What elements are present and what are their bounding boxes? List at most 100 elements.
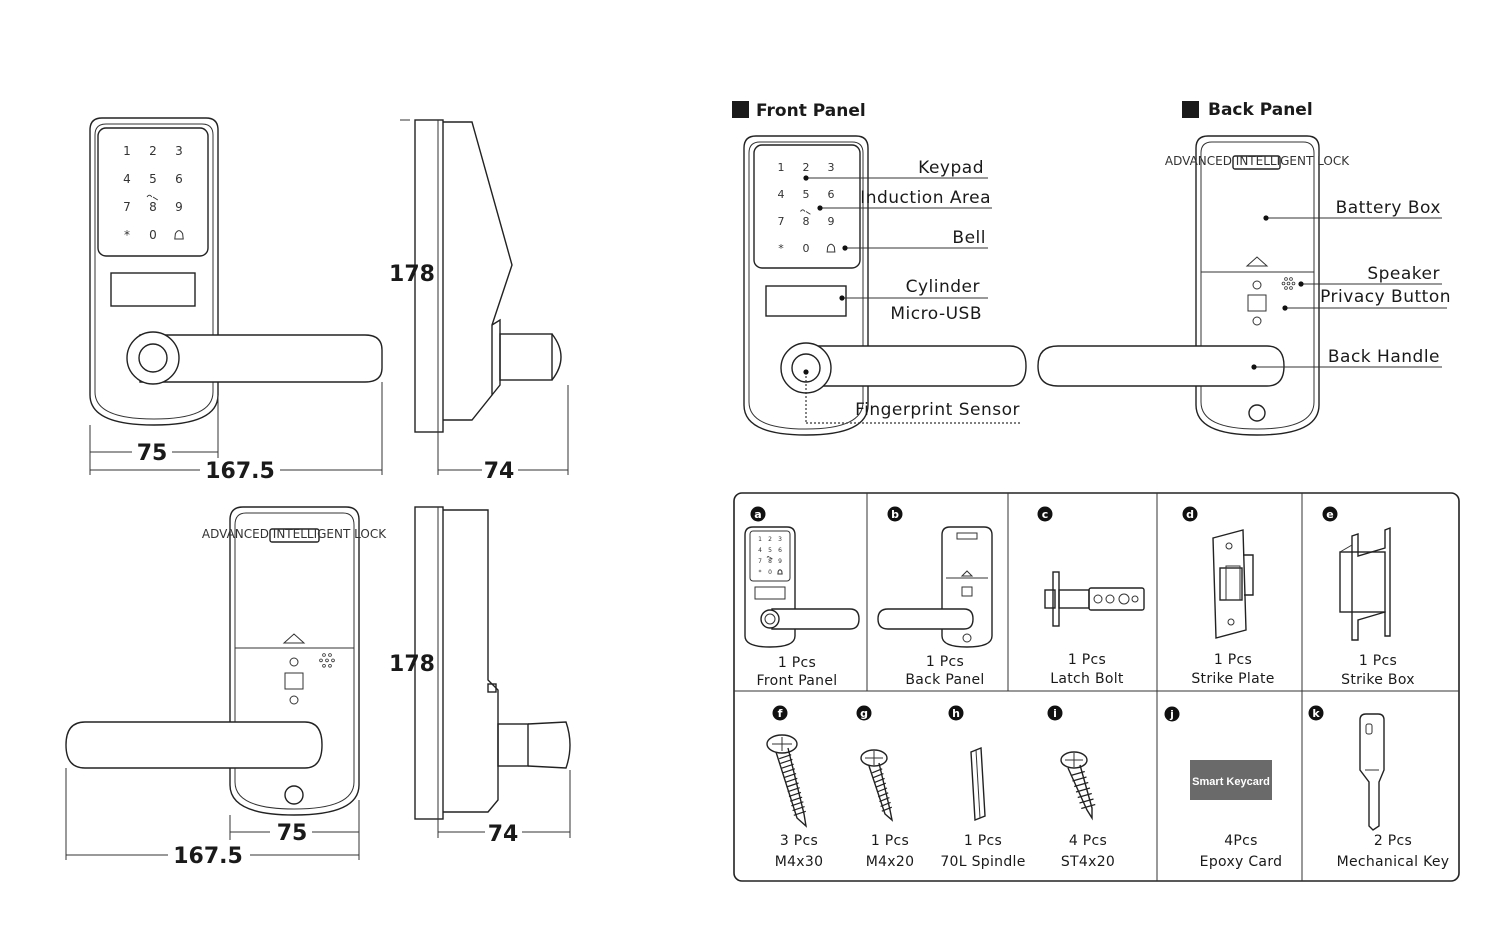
dim-back-total: 167.5	[173, 844, 243, 869]
part-qty: 1 Pcs	[1068, 652, 1106, 668]
part-qty: 1 Pcs	[778, 655, 816, 671]
screw-thread	[783, 773, 797, 779]
part-back-panel-drawing	[877, 526, 993, 648]
keypad-key-1: 2	[803, 161, 810, 174]
keypad-key-10: 0	[768, 569, 772, 576]
dim-front-total: 167.5	[205, 459, 275, 484]
screw-thread	[881, 806, 893, 812]
screw-thread	[1077, 792, 1092, 799]
part-badge-h	[948, 705, 964, 721]
screw-thread	[1070, 770, 1085, 777]
screw-thread	[875, 782, 887, 788]
keypad-key-3: 4	[778, 188, 785, 201]
part-name: Back Panel	[905, 672, 984, 688]
part-badge-letter: a	[754, 508, 761, 521]
part-name: Front Panel	[757, 673, 838, 689]
part-name: Strike Plate	[1191, 671, 1274, 687]
screw-thread	[1075, 787, 1091, 793]
screw-thread	[785, 777, 798, 783]
screw-thread	[871, 768, 883, 774]
front-panel-title: Front Panel	[756, 101, 866, 121]
part-spindle-drawing	[970, 746, 986, 822]
screw-thread	[787, 787, 800, 793]
keypad-key-3: 4	[123, 172, 131, 186]
keypad-key-7: 8	[803, 215, 810, 228]
back-panel-marker	[1182, 101, 1199, 118]
speaker-dot	[1289, 286, 1293, 290]
label-cylinder: Cylinder	[906, 277, 980, 297]
part-st4x20-drawing	[1060, 751, 1096, 821]
part-badge-letter: k	[1312, 707, 1320, 720]
part-badge-g	[856, 705, 872, 721]
part-name: 70L Spindle	[940, 854, 1025, 870]
label-bell: Bell	[952, 228, 986, 248]
speaker-dot	[328, 663, 332, 668]
part-qty: 1 Pcs	[871, 833, 909, 849]
parts-table-frame	[733, 492, 1460, 882]
screw-thread	[782, 768, 796, 774]
speaker-dot	[1281, 281, 1286, 286]
part-strike-box-drawing	[1339, 526, 1391, 641]
keypad-key-0: 1	[123, 144, 131, 158]
speaker-dot	[1284, 286, 1288, 290]
screw-thread	[1081, 803, 1096, 810]
part-qty: 4Pcs	[1224, 833, 1258, 849]
bell-icon	[174, 230, 184, 240]
keypad-key-7: 8	[768, 558, 772, 565]
screw-thread	[779, 754, 792, 760]
part-badge-k	[1308, 705, 1324, 721]
screw-thread	[1079, 798, 1094, 804]
dim-side-depth-2: 74	[488, 822, 519, 847]
part-name: M4x30	[775, 854, 824, 870]
screw-thread	[788, 791, 802, 797]
keypad-key-6: 7	[758, 558, 762, 565]
side-view-2-drawing	[414, 506, 571, 838]
part-name: ST4x20	[1061, 854, 1115, 870]
dim-back-height: 178	[389, 652, 435, 677]
part-badge-letter: h	[952, 707, 960, 720]
speaker-dot	[1291, 281, 1296, 286]
keypad-key-2: 3	[778, 536, 782, 543]
speaker-dot	[319, 658, 323, 663]
back-logo-text: ADVANCED INTELLIGENT LOCK	[202, 527, 387, 541]
keypad-key-8: 9	[778, 558, 782, 565]
keypad-key-2: 3	[828, 161, 835, 174]
part-badge-f	[772, 705, 788, 721]
keypad-key-0: 1	[758, 536, 762, 543]
part-badge-d	[1182, 506, 1198, 522]
back-panel-drawing	[1037, 135, 1447, 436]
screw-thread	[780, 758, 793, 764]
keypad-key-5: 6	[828, 188, 835, 201]
label-micro-usb: Micro-USB	[890, 304, 982, 324]
screw-thread	[1072, 776, 1087, 782]
keypad-key-8: 9	[175, 200, 183, 214]
part-badge-letter: b	[891, 508, 899, 521]
keypad-key-4: 5	[803, 188, 810, 201]
speaker-dot	[322, 663, 326, 668]
dim-front-height: 178	[389, 262, 435, 287]
part-strike-plate-drawing	[1212, 529, 1254, 639]
part-m4x20-drawing	[860, 749, 894, 822]
screw-thread	[791, 801, 804, 807]
label-privacy-button: Privacy Button	[1320, 287, 1451, 307]
screw-thread	[874, 777, 885, 783]
induction-icon	[800, 209, 811, 215]
keypad-key-5: 6	[778, 547, 782, 554]
induction-icon	[766, 556, 773, 560]
part-mechanical-key-drawing	[1359, 713, 1385, 831]
label-keypad: Keypad	[918, 158, 984, 178]
keypad-key-9: *	[124, 228, 130, 242]
part-name: M4x20	[866, 854, 915, 870]
screw-thread	[1074, 781, 1089, 788]
keypad-key-10: 0	[803, 242, 810, 255]
label-induction-area: Induction Area	[860, 188, 991, 208]
part-name: Mechanical Key	[1337, 854, 1450, 870]
speaker-dot	[1289, 277, 1293, 281]
keypad-key-4: 5	[768, 547, 772, 554]
